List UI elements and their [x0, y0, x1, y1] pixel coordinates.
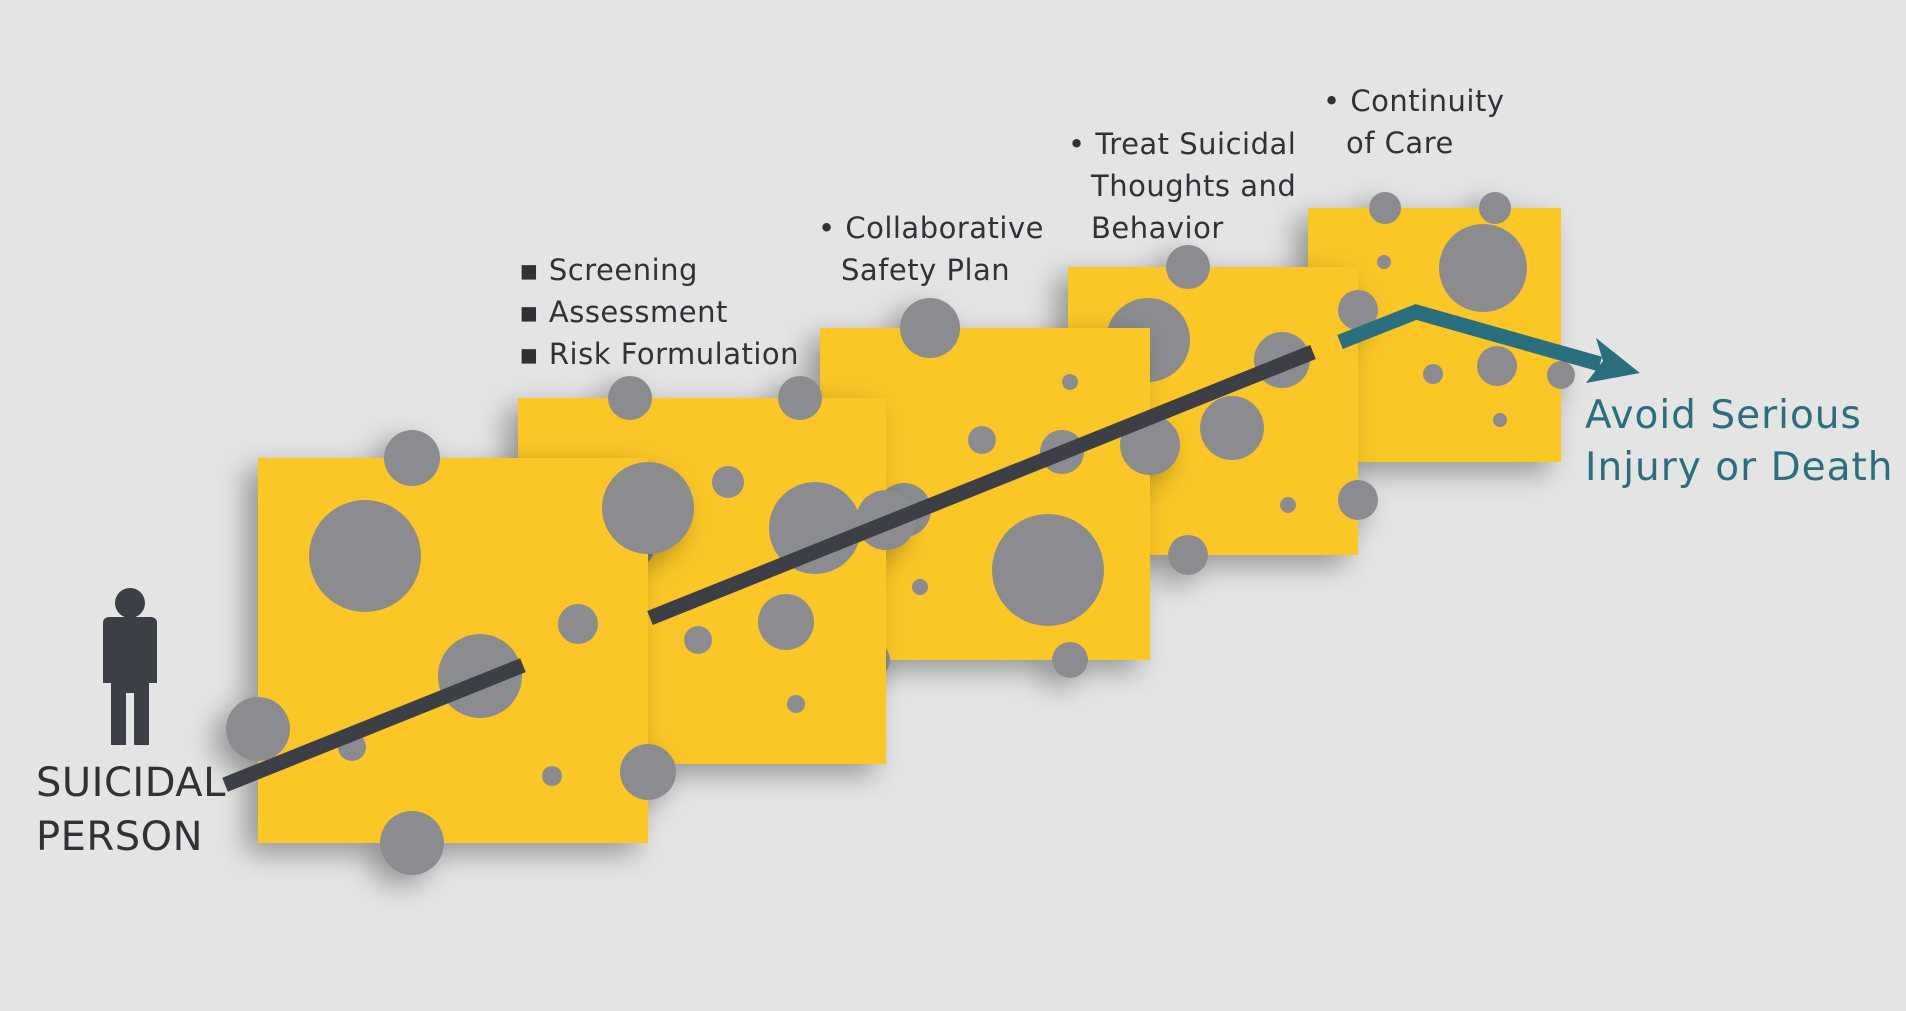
layer-2-labels: ▪ Screening ▪ Assessment ▪ Risk Formulat…	[519, 249, 799, 375]
cheese-slice-1	[226, 430, 694, 875]
bullet-dot: •	[1323, 84, 1351, 118]
bullet-dot: •	[1068, 127, 1096, 161]
suicidal-person-label: SUICIDAL PERSON	[36, 756, 226, 864]
bullet-item: • Continuity	[1323, 80, 1504, 122]
bullet-text: Screening	[548, 253, 698, 287]
outcome-label: Avoid Serious Injury or Death	[1585, 390, 1894, 494]
bullet-text: Assessment	[548, 295, 728, 329]
bullet-item: ▪ Risk Formulation	[519, 333, 799, 375]
layer-3-labels: • Collaborative Safety Plan	[818, 207, 1044, 291]
bullet-item: • Collaborative	[818, 207, 1044, 249]
arrow-right-icon	[1586, 338, 1640, 383]
bullet-item: ▪ Assessment	[519, 291, 799, 333]
trajectory-line	[222, 304, 1640, 792]
person-label-line-1: SUICIDAL	[36, 760, 226, 806]
bullet-item: • Treat Suicidal	[1068, 123, 1296, 165]
bullet-text: Risk Formulation	[548, 337, 800, 371]
outcome-label-line-2: Injury or Death	[1585, 445, 1894, 490]
person-silhouette-icon	[103, 588, 157, 745]
bullet-dot: ▪	[519, 253, 549, 287]
person-label-line-2: PERSON	[36, 814, 203, 860]
cheese-slice-5	[1308, 192, 1575, 462]
bullet-text-continued: Behavior	[1091, 211, 1224, 245]
layer-5-labels: • Continuity of Care	[1323, 80, 1504, 164]
bullet-text-continued: of Care	[1346, 126, 1454, 160]
bullet-item: ▪ Screening	[519, 249, 799, 291]
bullet-dot: •	[818, 211, 846, 245]
bullet-text: Treat Suicidal	[1095, 127, 1297, 161]
bullet-dot: ▪	[519, 295, 549, 329]
outcome-label-line-1: Avoid Serious	[1585, 393, 1862, 438]
bullet-text: Continuity	[1350, 84, 1505, 118]
layer-4-labels: • Treat Suicidal Thoughts and Behavior	[1068, 123, 1296, 249]
bullet-text-continued: Safety Plan	[841, 253, 1011, 287]
bullet-text: Collaborative	[845, 211, 1044, 245]
bullet-dot: ▪	[519, 337, 549, 371]
bullet-text-continued: Thoughts and	[1091, 169, 1297, 203]
